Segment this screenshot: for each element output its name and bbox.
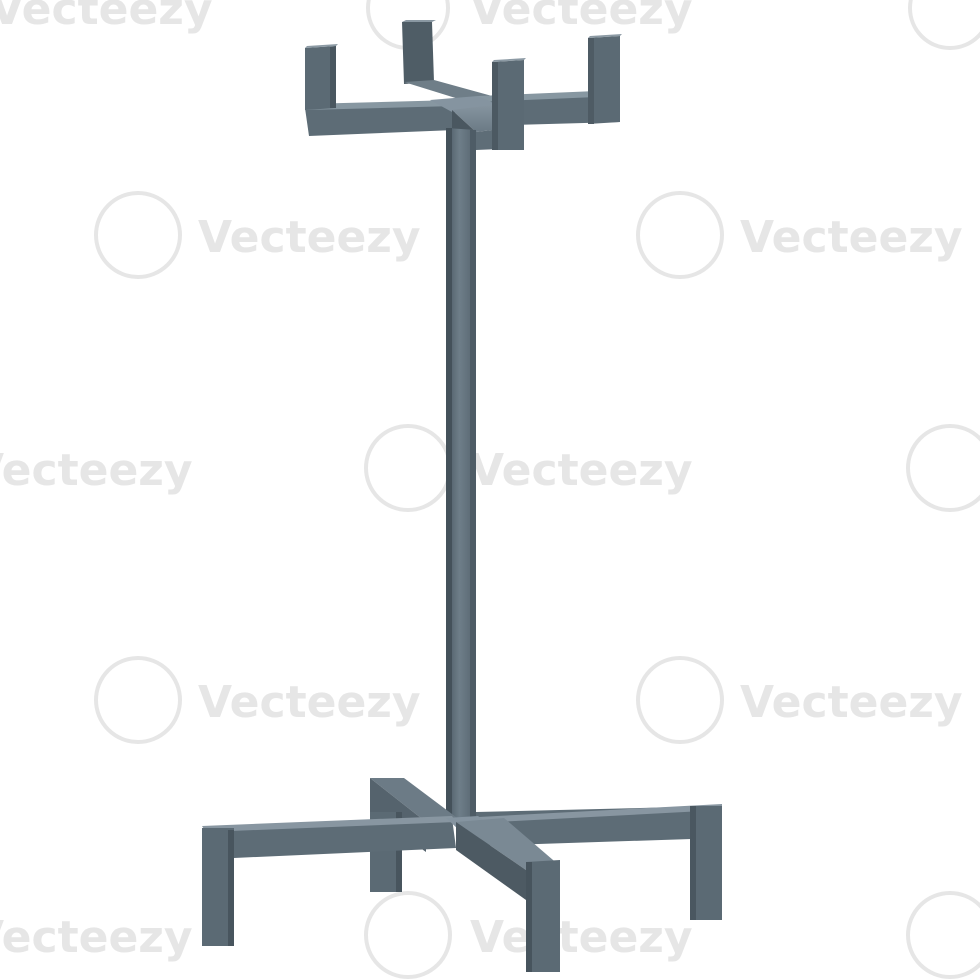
base-front-foot <box>526 860 560 972</box>
watermark-text: Vecteezy <box>740 677 963 728</box>
vecteezy-logo-icon <box>364 424 452 512</box>
base-right-foot <box>690 806 722 920</box>
watermark-text: Vecteezy <box>740 212 963 263</box>
stand-icon <box>202 20 722 972</box>
watermark-row-bottom: Vecteezy Vecteezy <box>0 891 980 979</box>
top-cradle <box>305 20 622 150</box>
watermark-row-2: Vecteezy Vecteezy <box>94 191 963 279</box>
vecteezy-logo-icon <box>636 191 724 279</box>
vecteezy-logo-icon <box>364 891 452 979</box>
top-front-prong <box>492 60 524 150</box>
top-left-arm <box>305 104 455 136</box>
base-left-foot <box>202 828 234 946</box>
base-back-arm <box>370 778 460 822</box>
top-right-prong <box>588 36 620 124</box>
base-front-arm <box>456 818 560 870</box>
vecteezy-logo-icon <box>906 891 980 979</box>
top-back-prong <box>402 22 434 84</box>
watermark-text: Vecteezy <box>470 912 693 963</box>
watermark-text: Vecteezy <box>470 445 693 496</box>
base <box>202 778 722 972</box>
vecteezy-logo-icon <box>94 656 182 744</box>
watermark-row-3: Vecteezy Vecteezy <box>0 424 980 512</box>
watermark-text: Vecteezy <box>198 677 421 728</box>
top-left-prong <box>305 46 336 110</box>
vecteezy-logo-icon <box>636 656 724 744</box>
vecteezy-logo-icon <box>94 191 182 279</box>
watermark-text: Vecteezy <box>0 0 213 35</box>
central-pole <box>446 128 476 822</box>
watermark-text: Vecteezy <box>0 912 193 963</box>
vecteezy-logo-icon <box>906 424 980 512</box>
vecteezy-logo-icon <box>908 0 980 50</box>
watermark-row-top: Vecteezy Vecteezy <box>0 0 980 50</box>
watermark-row-4: Vecteezy Vecteezy <box>94 656 963 744</box>
watermark-text: Vecteezy <box>470 0 693 35</box>
watermark-text: Vecteezy <box>198 212 421 263</box>
watermark-text: Vecteezy <box>0 445 193 496</box>
